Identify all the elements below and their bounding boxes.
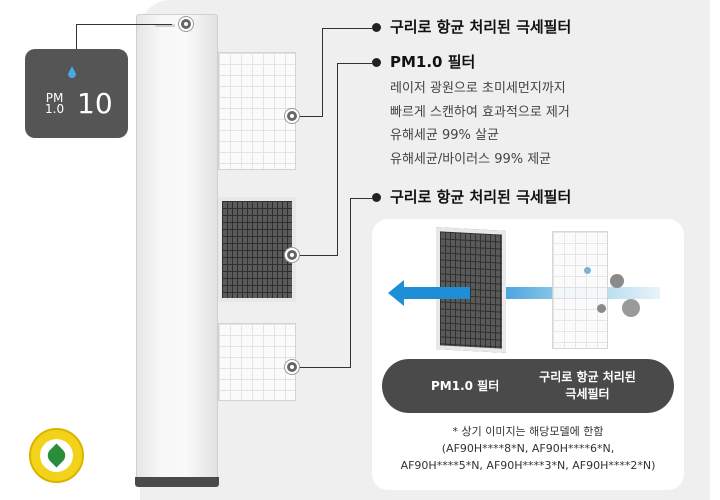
connector-line bbox=[76, 24, 77, 49]
card-filter-copper bbox=[552, 231, 608, 349]
callout-dot bbox=[285, 360, 299, 374]
callout-dot bbox=[285, 248, 299, 262]
title-bullet bbox=[372, 23, 381, 32]
water-drop-icon bbox=[68, 66, 76, 78]
leaf-icon bbox=[44, 443, 69, 468]
arrow-left-icon bbox=[388, 280, 404, 306]
connector-line bbox=[297, 255, 337, 256]
connector-line bbox=[76, 24, 172, 25]
pm-value: 10 bbox=[77, 87, 113, 120]
pill-pm10-label: PM1.0 필터 bbox=[431, 379, 500, 393]
title-bullet bbox=[372, 58, 381, 67]
connector-line bbox=[297, 116, 322, 117]
bottom-filter-title: 구리로 항균 처리된 극세필터 bbox=[390, 188, 572, 206]
filter-bottom bbox=[218, 323, 296, 401]
dust-particle bbox=[584, 267, 591, 274]
dust-particle bbox=[622, 299, 640, 317]
pm-filter-desc: 레이저 광원으로 초미세먼지까지 빠르게 스캔하여 효과적으로 제거 유해세균 … bbox=[390, 81, 570, 167]
connector-line bbox=[337, 63, 372, 64]
filter-pm10 bbox=[218, 197, 296, 302]
filter-top bbox=[218, 52, 296, 170]
callout-dot bbox=[285, 109, 299, 123]
top-filter-title: 구리로 항균 처리된 극세필터 bbox=[390, 18, 572, 36]
purifier-base bbox=[135, 477, 219, 487]
air-purifier bbox=[135, 14, 219, 487]
allergy-seal-icon bbox=[29, 428, 84, 483]
title-bullet bbox=[372, 193, 381, 202]
arrow-body bbox=[402, 287, 470, 299]
brand-logo bbox=[155, 24, 175, 27]
model-note: * 상기 이미지는 해당모델에 한함 (AF90H****8*N, AF90H*… bbox=[400, 425, 656, 472]
dust-particle bbox=[597, 304, 606, 313]
connector-line bbox=[350, 198, 372, 199]
connector-line bbox=[297, 367, 350, 368]
connector-line bbox=[322, 28, 372, 29]
dust-particle bbox=[610, 274, 624, 288]
connector-line bbox=[322, 28, 323, 117]
pm-filter-title: PM1.0 필터 bbox=[390, 53, 476, 71]
connector-line bbox=[350, 198, 351, 368]
connector-line bbox=[337, 63, 338, 256]
callout-dot bbox=[179, 17, 193, 31]
